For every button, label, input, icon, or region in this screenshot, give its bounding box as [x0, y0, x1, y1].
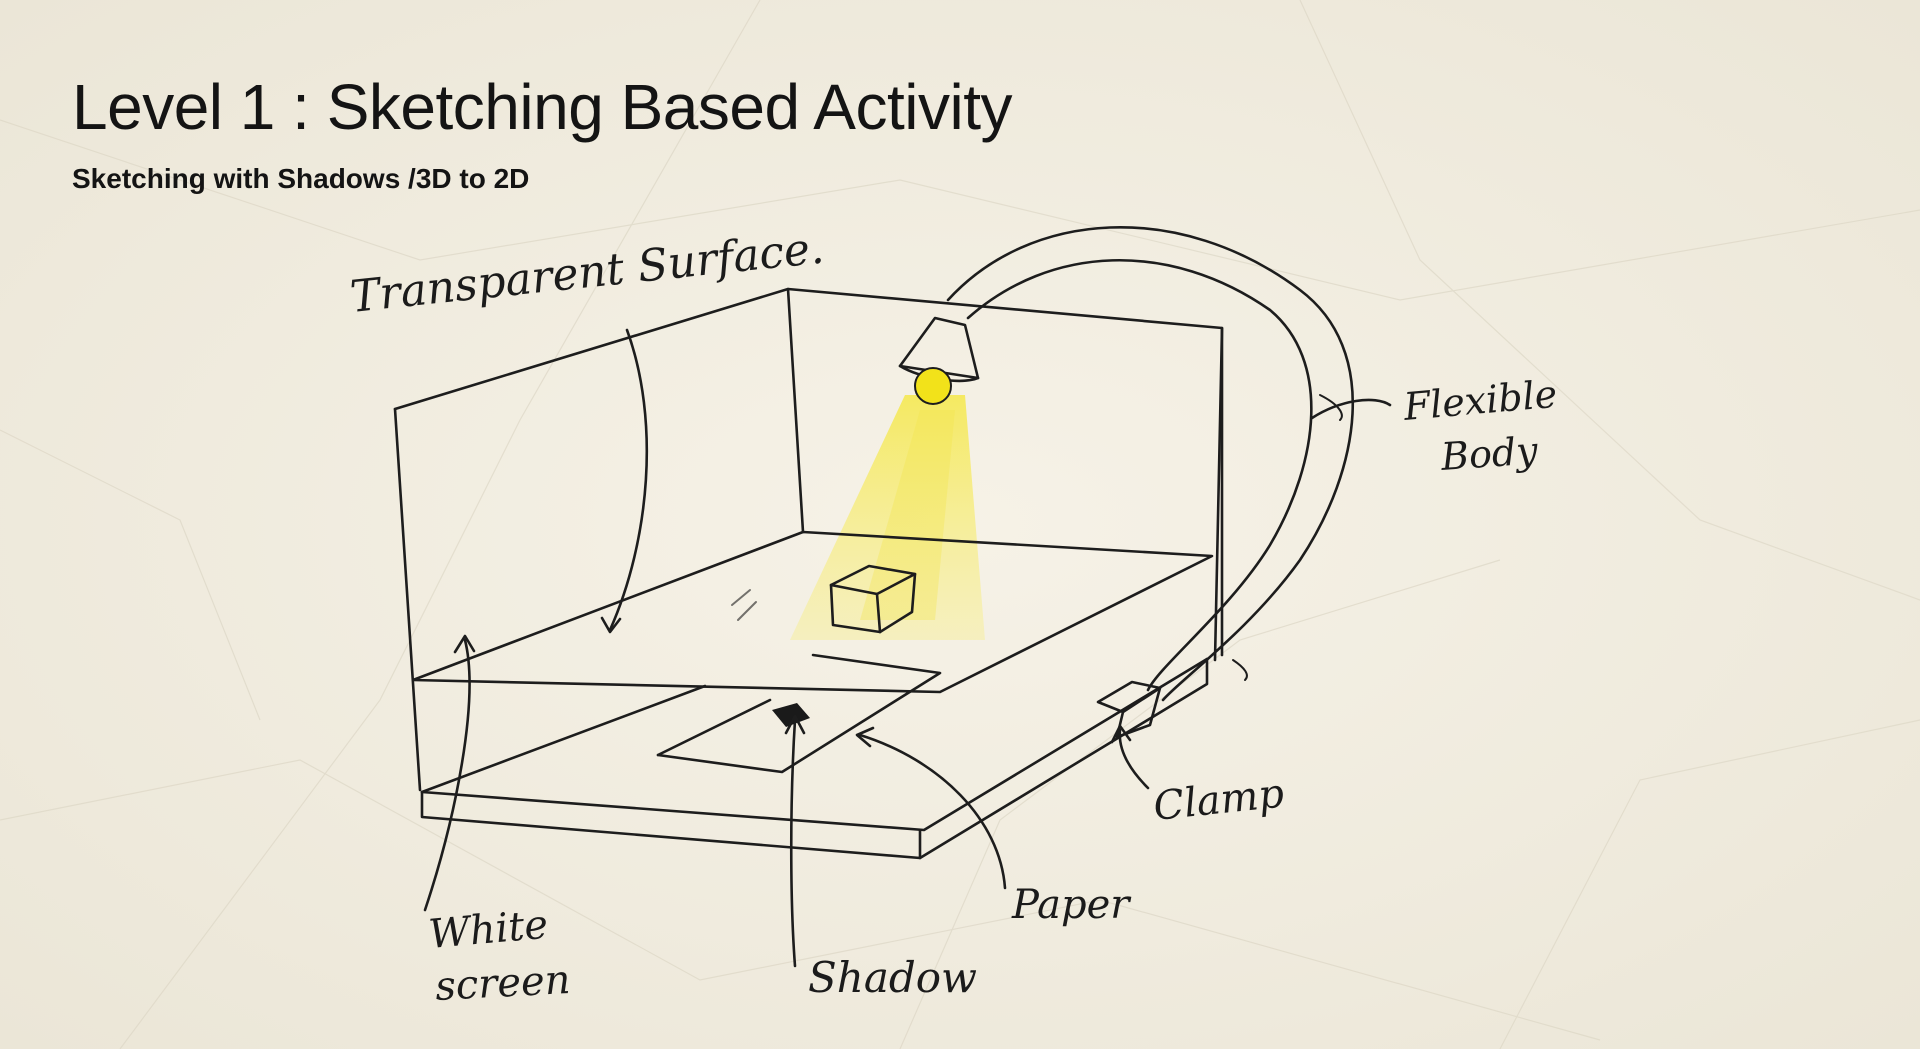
- label-shadow: Shadow: [808, 953, 977, 1002]
- label-screen: screen: [434, 957, 571, 1010]
- label-paper: Paper: [1011, 882, 1132, 928]
- label-flexible: Flexible: [1401, 372, 1559, 429]
- label-clamp: Clamp: [1151, 771, 1286, 830]
- label-body: Body: [1439, 428, 1540, 479]
- transparent-surface-panel: [395, 289, 1222, 790]
- clamp: [1098, 682, 1160, 737]
- label-transparent-surface: Transparent Surface.: [348, 222, 826, 322]
- light-beam: [790, 395, 985, 640]
- label-white: White: [427, 902, 550, 958]
